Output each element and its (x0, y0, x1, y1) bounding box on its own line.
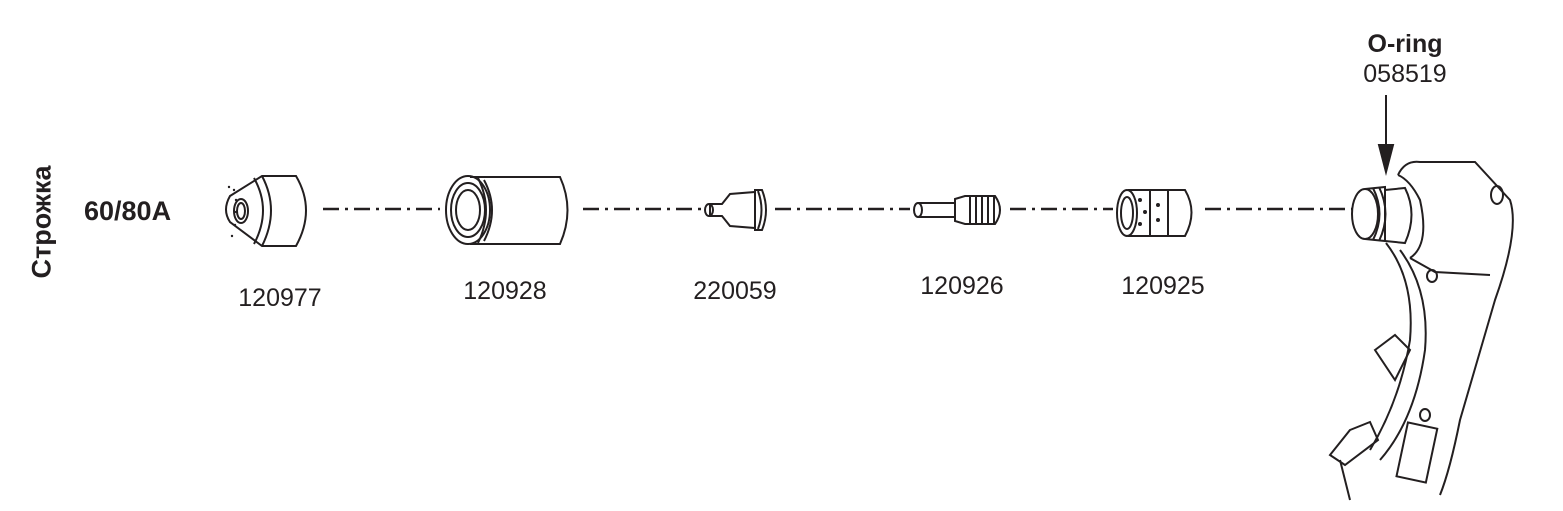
part-number-swirl-ring: 120925 (1121, 272, 1205, 300)
swirl-ring-drawing (1116, 189, 1193, 237)
torch-drawing (1328, 160, 1514, 501)
electrode-drawing (913, 195, 1001, 225)
part-number-shield: 120977 (238, 284, 322, 312)
amperage-label: 60/80A (84, 196, 172, 226)
part-number-retaining-cap: 120928 (463, 277, 547, 305)
o-ring-label: O-ring (1367, 30, 1443, 58)
shield-drawing (225, 175, 307, 247)
section-label: Строжка (26, 165, 57, 279)
o-ring-arrow (1377, 95, 1395, 176)
o-ring-part-number: 058519 (1363, 60, 1447, 88)
retaining-cap-drawing (445, 175, 569, 245)
part-number-electrode: 120926 (920, 272, 1004, 300)
nozzle-drawing (704, 189, 767, 231)
part-number-nozzle: 220059 (693, 277, 777, 305)
